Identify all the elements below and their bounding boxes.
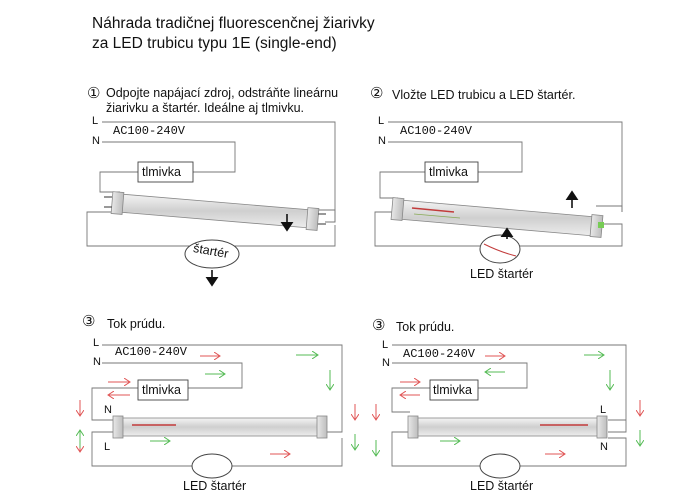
panel-2-ballast-label: tlmivka [429, 165, 468, 179]
panel-4-instruction: Tok prúdu. [396, 320, 455, 334]
panel-3-label-L: L [93, 337, 100, 349]
panel-3-tube [112, 415, 328, 439]
panel-1-wiring [86, 121, 336, 247]
panel-1-ballast-label: tlmivka [142, 165, 181, 179]
title-line-1: Náhrada tradičnej fluorescenčnej žiarivk… [92, 15, 375, 32]
panel-4-ballast-box [429, 379, 479, 401]
panel-2-led-starter [479, 234, 521, 264]
panel-4-ballast-label: tlmivka [433, 383, 472, 397]
panel-1-tube [104, 191, 326, 231]
panel-1-label-L: L [92, 115, 99, 127]
panel-1-step-number: ① [87, 85, 101, 102]
panel-4-voltage: AC100-240V [403, 347, 476, 361]
panel-4-tube [407, 415, 608, 439]
panel-2-tube [390, 197, 604, 238]
panel-3-current-arrows [80, 355, 355, 454]
panel-1-label-N: N [92, 135, 100, 147]
panel-2-label-L: L [378, 115, 385, 127]
panel-1-instruction-line-1: Odpojte napájací zdroj, odstráňte lineár… [106, 86, 339, 100]
panel-1-starter [184, 239, 240, 269]
panel-2-led-starter-label: LED štartér [470, 267, 534, 281]
panel-1-instruction-line-2: žiarivku a štartér. Ideálne aj tlmivku. [106, 101, 304, 115]
panel-3-led-starter [191, 453, 233, 479]
panel-2-ballast-box [424, 161, 479, 183]
panel-4-wiring [391, 344, 627, 467]
panel-4-current-arrows [376, 355, 640, 456]
panel-2-voltage: AC100-240V [400, 124, 473, 138]
panel-3-label-N: N [93, 356, 101, 368]
panel-1-ballast-box [137, 161, 194, 183]
panel-2-label-N: N [378, 135, 386, 147]
panel-4-label-N: N [382, 357, 390, 369]
panel-3-instruction: Tok prúdu. [107, 317, 166, 331]
panel-2-step-number: ② [370, 85, 384, 102]
panel-4-tube-end-N: N [600, 441, 608, 453]
panel-4-label-L: L [382, 339, 389, 351]
panel-3-voltage: AC100-240V [115, 345, 188, 359]
panel-4-led-starter-label: LED štartér [470, 479, 534, 493]
panel-2-insert-arrows [500, 190, 579, 239]
panel-3-tube-end-N: N [104, 404, 112, 416]
panel-1-voltage: AC100-240V [113, 124, 186, 138]
panel-3-ballast-label: tlmivka [142, 383, 181, 397]
panel-3-wiring [91, 344, 343, 467]
panel-2-instruction: Vložte LED trubicu a LED štartér. [392, 88, 576, 102]
panel-4-tube-end-L: L [600, 404, 607, 416]
panel-3-step-number: ③ [82, 313, 96, 330]
title-line-2: za LED trubicu typu 1E (single-end) [92, 35, 337, 52]
panel-3-tube-end-L: L [104, 441, 111, 453]
panel-1-remove-arrows [205, 214, 294, 287]
panel-3-ballast-box [137, 379, 189, 401]
panel-3-led-starter-label: LED štartér [183, 479, 247, 493]
panel-4-step-number: ③ [372, 317, 386, 334]
panel-4-led-starter [479, 453, 521, 479]
